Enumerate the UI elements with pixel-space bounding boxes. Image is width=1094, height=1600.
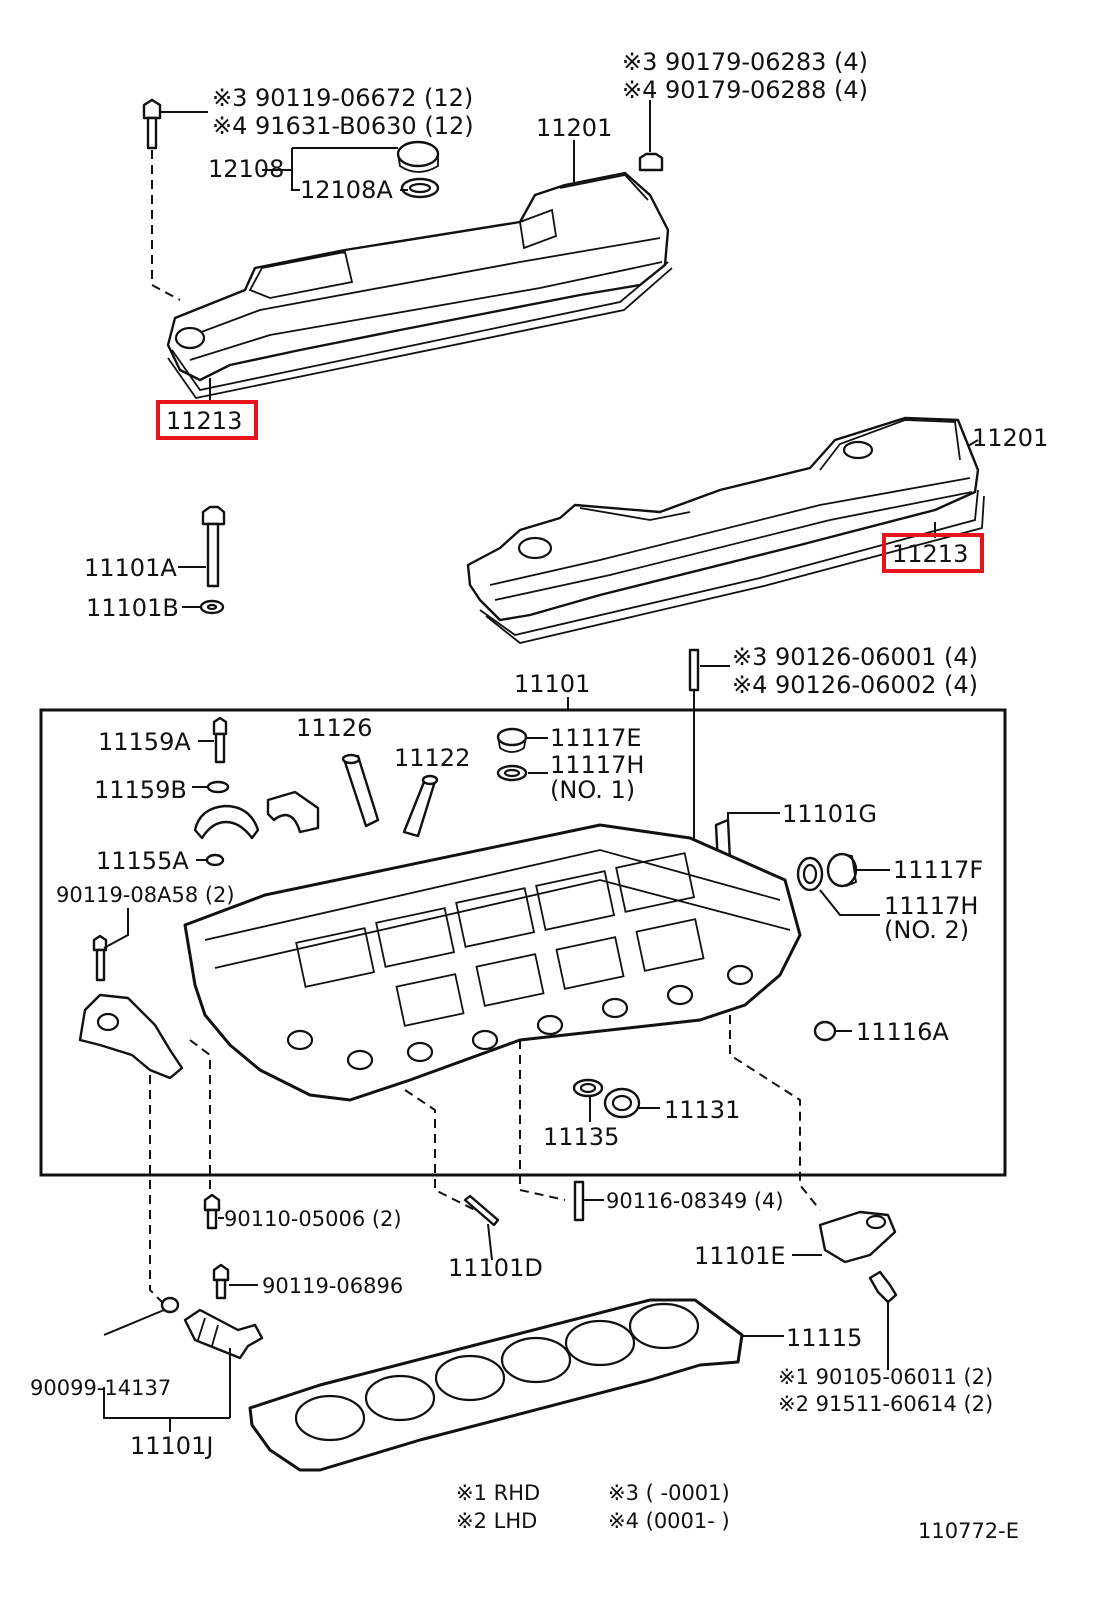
label-11126: 11126	[296, 714, 372, 742]
union-11101E	[818, 1210, 897, 1264]
cylinder-head-group-frame	[39, 708, 1007, 1177]
label-11159B: 11159B	[94, 776, 187, 804]
head-bolt-11101A	[201, 505, 226, 588]
oil-filler-cap	[396, 140, 440, 173]
bolt-11159A	[212, 716, 228, 764]
label-top-right-note-1: ※3 90179-06283 (4)	[622, 48, 868, 76]
label-90119-06896: 90119-06896	[262, 1274, 403, 1298]
label-11155A: 11155A	[96, 847, 189, 875]
legend-range-4: ※4 (0001- )	[608, 1509, 730, 1533]
label-11122: 11122	[394, 744, 470, 772]
cylinder-head-cover-gasket-upper	[167, 261, 673, 400]
cover-nut-upper	[638, 152, 664, 172]
pin-11155A	[205, 853, 225, 867]
washer-11101B	[199, 599, 225, 615]
seal-11135	[572, 1078, 604, 1098]
label-11101B: 11101B	[86, 594, 179, 622]
label-11101A: 11101A	[84, 554, 177, 582]
plug-11117F	[826, 852, 858, 888]
label-top-note-2: ※4 91631-B0630 (12)	[212, 112, 474, 140]
gasket-11117H-1	[496, 764, 528, 782]
label-11201-upper: 11201	[536, 114, 612, 142]
label-11117E: 11117E	[550, 724, 642, 752]
label-11117F: 11117F	[893, 856, 983, 884]
bolt-90119-08A58	[92, 934, 108, 982]
plug-11117E	[496, 727, 528, 753]
legend-range-3: ※3 ( -0001)	[608, 1481, 730, 1505]
label-top-right-note-2: ※4 90179-06288 (4)	[622, 76, 868, 104]
gasket-11117H-2	[796, 856, 824, 892]
label-11101D: 11101D	[448, 1254, 543, 1282]
label-90099-14137: 90099-14137	[30, 1376, 171, 1400]
label-top-note-1: ※3 90119-06672 (12)	[212, 84, 473, 112]
label-90110-05006: 90110-05006 (2)	[224, 1207, 402, 1231]
oil-control-valve-11101J	[183, 1308, 264, 1360]
plug-11116A	[813, 1020, 837, 1042]
label-12108: 12108	[208, 155, 284, 183]
valve-guide-11126	[341, 753, 380, 828]
label-12108A: 12108A	[300, 176, 393, 204]
label-11101G: 11101G	[782, 800, 877, 828]
oil-filler-cap-gasket	[400, 177, 440, 199]
label-11213-upper: 11213	[166, 407, 242, 435]
cover-bolt-upper	[142, 98, 181, 301]
stud-bolt-upper	[688, 648, 700, 840]
label-stud-note-2: ※4 90126-06002 (4)	[732, 671, 978, 699]
label-11117H-2: 11117H	[884, 892, 978, 920]
legend-lhd: ※2 LHD	[456, 1509, 537, 1533]
cylinder-head-cover-upper	[166, 171, 670, 382]
legend: ※1 RHD ※2 LHD ※3 ( -0001) ※4 (0001- )	[456, 1481, 730, 1533]
bolt-90110-05006	[203, 1193, 221, 1230]
leader-lines	[103, 100, 979, 1432]
seal-11131	[603, 1087, 641, 1119]
pin-11101D	[463, 1194, 500, 1227]
label-11131: 11131	[664, 1096, 740, 1124]
label-11135: 11135	[543, 1123, 619, 1151]
label-11101E: 11101E	[694, 1242, 786, 1270]
label-11115: 11115	[786, 1324, 862, 1352]
label-11159A: 11159A	[98, 728, 191, 756]
label-90116-08349: 90116-08349 (4)	[606, 1189, 784, 1213]
cylinder-head-cover-lower	[466, 416, 980, 622]
cylinder-head	[183, 823, 802, 1102]
camshaft-bearing-cap-a	[193, 804, 260, 840]
valve-guide-11122	[402, 774, 439, 838]
diagram-number: 110772-E	[918, 1519, 1019, 1543]
highlight-box-11213-upper	[156, 400, 258, 440]
label-11101: 11101	[514, 670, 590, 698]
label-11117H-2-sub: (NO. 2)	[884, 916, 969, 944]
camshaft-housing-end	[78, 993, 184, 1080]
washer-11159B	[206, 780, 230, 794]
label-11101J: 11101J	[130, 1432, 213, 1460]
label-11213-lower: 11213	[892, 540, 968, 568]
cylinder-head-cover-gasket-lower	[479, 489, 985, 644]
label-bolt-note-2: ※2 91511-60614 (2)	[778, 1392, 993, 1416]
label-90119-08A58: 90119-08A58 (2)	[56, 883, 235, 907]
bolt-90105-06011	[868, 1270, 898, 1304]
legend-rhd: ※1 RHD	[456, 1481, 540, 1505]
label-11116A: 11116A	[856, 1018, 949, 1046]
stud-90116-08349	[573, 1180, 585, 1222]
bolt-90119-06896	[212, 1263, 230, 1300]
label-11117H-1-sub: (NO. 1)	[550, 776, 635, 804]
label-stud-note-1: ※3 90126-06001 (4)	[732, 643, 978, 671]
highlight-box-11213-lower	[882, 533, 984, 573]
camshaft-bearing-cap-b	[266, 790, 320, 834]
label-11117H-1: 11117H	[550, 751, 644, 779]
label-bolt-note-1: ※1 90105-06011 (2)	[778, 1365, 993, 1389]
label-11201-lower: 11201	[972, 424, 1048, 452]
o-ring-90099-14137	[160, 1296, 180, 1314]
cylinder-head-gasket	[248, 1298, 744, 1472]
